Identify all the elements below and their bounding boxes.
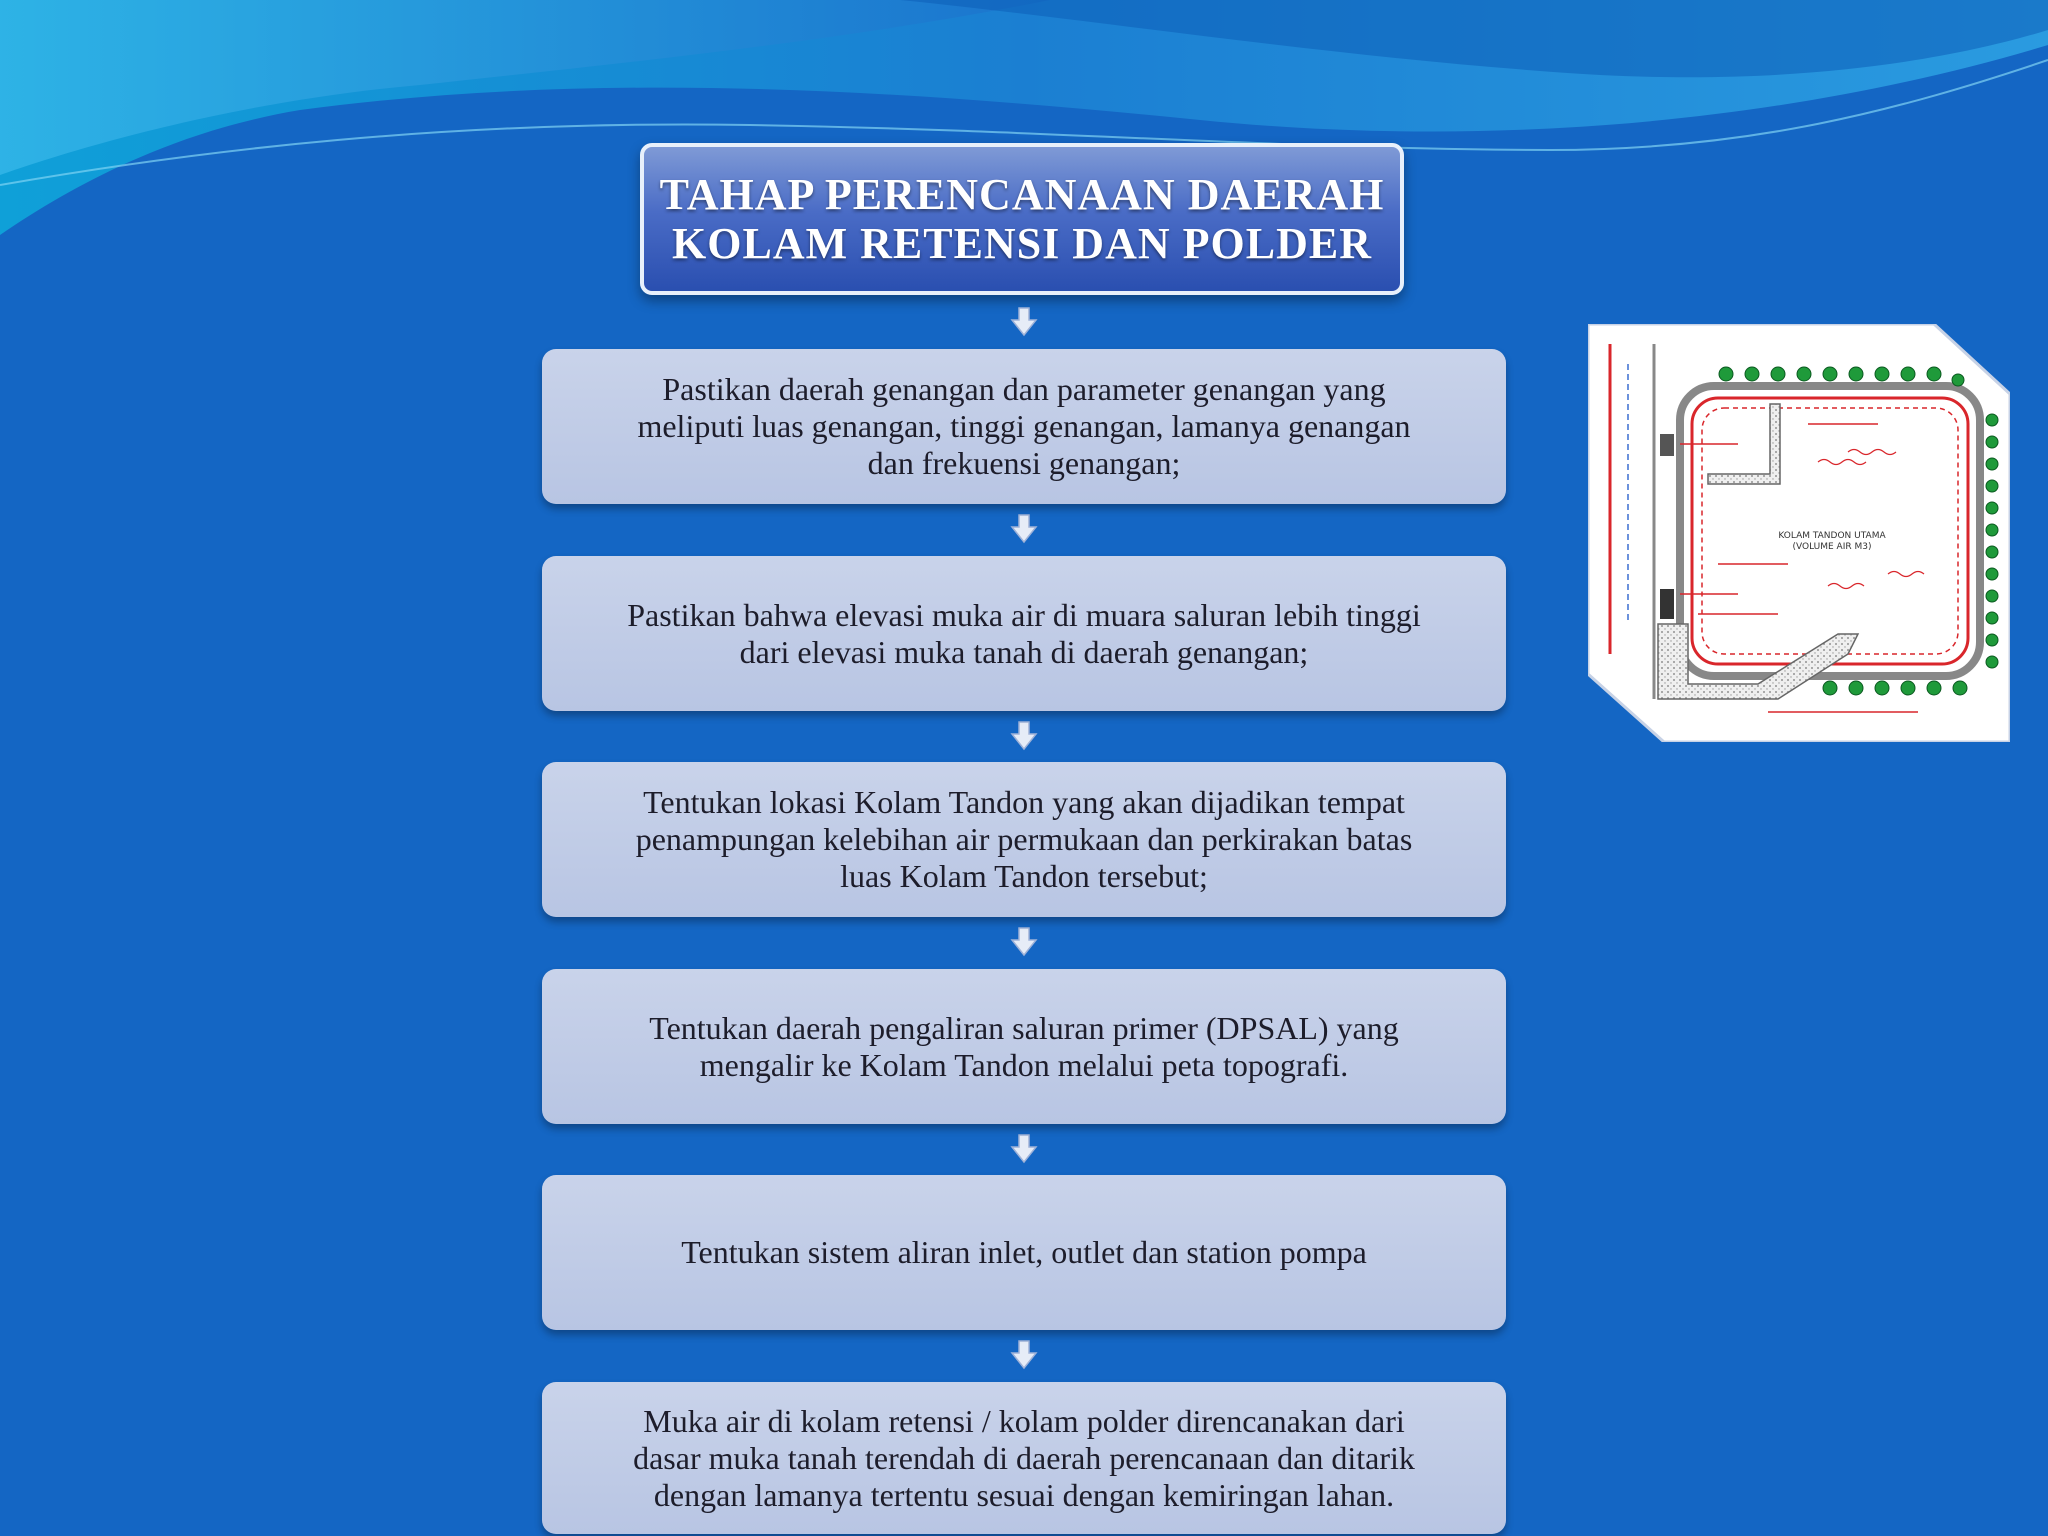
step-2-line-1: Pastikan bahwa elevasi muka air di muara… bbox=[627, 596, 1421, 633]
retention-pond-site-plan: KOLAM TANDON UTAMA (VOLUME AIR M3) bbox=[1588, 324, 2010, 742]
step-box-4: Tentukan daerah pengaliran saluran prime… bbox=[542, 969, 1506, 1124]
down-arrow-icon bbox=[1010, 307, 1038, 337]
down-arrow-icon bbox=[1010, 927, 1038, 957]
down-arrow-icon bbox=[1010, 1134, 1038, 1164]
step-text-1: Pastikan daerah genangan dan parameter g… bbox=[637, 371, 1410, 482]
step-text-6: Muka air di kolam retensi / kolam polder… bbox=[633, 1403, 1415, 1514]
step-4-line-2: mengalir ke Kolam Tandon melalui peta to… bbox=[699, 1046, 1349, 1083]
down-arrow-icon bbox=[1010, 1340, 1038, 1370]
step-box-3: Tentukan lokasi Kolam Tandon yang akan d… bbox=[542, 762, 1506, 917]
title-line-2: KOLAM RETENSI DAN POLDER bbox=[672, 219, 1372, 268]
step-6-line-1: Muka air di kolam retensi / kolam polder… bbox=[643, 1402, 1405, 1439]
step-1-line-3: dan frekuensi genangan; bbox=[867, 445, 1181, 481]
drawing-label-line-1: KOLAM TANDON UTAMA bbox=[1778, 531, 1886, 541]
step-text-3: Tentukan lokasi Kolam Tandon yang akan d… bbox=[636, 784, 1413, 895]
step-1-line-2: meliputi luas genangan, tinggi genangan,… bbox=[637, 408, 1411, 444]
step-5-line-1: Tentukan sistem aliran inlet, outlet dan… bbox=[681, 1234, 1367, 1270]
down-arrow-icon bbox=[1010, 721, 1038, 751]
step-box-1: Pastikan daerah genangan dan parameter g… bbox=[542, 349, 1506, 504]
step-3-line-2: penampungan kelebihan air permukaan dan … bbox=[635, 821, 1413, 857]
title-line-1: TAHAP PERENCANAAN DAERAH bbox=[659, 170, 1385, 219]
step-text-5: Tentukan sistem aliran inlet, outlet dan… bbox=[681, 1234, 1367, 1271]
step-1-line-1: Pastikan daerah genangan dan parameter g… bbox=[662, 371, 1386, 407]
step-box-5: Tentukan sistem aliran inlet, outlet dan… bbox=[542, 1175, 1506, 1330]
step-3-line-3: luas Kolam Tandon tersebut; bbox=[840, 858, 1208, 894]
flowchart-title-box: TAHAP PERENCANAAN DAERAH KOLAM RETENSI D… bbox=[640, 143, 1404, 295]
step-text-4: Tentukan daerah pengaliran saluran prime… bbox=[649, 1010, 1399, 1084]
step-box-6: Muka air di kolam retensi / kolam polder… bbox=[542, 1382, 1506, 1534]
step-box-2: Pastikan bahwa elevasi muka air di muara… bbox=[542, 556, 1506, 711]
step-6-line-3: dengan lamanya tertentu sesuai dengan ke… bbox=[653, 1476, 1395, 1513]
step-2-line-2: dari elevasi muka tanah di daerah genang… bbox=[739, 633, 1309, 670]
step-text-2: Pastikan bahwa elevasi muka air di muara… bbox=[627, 597, 1421, 671]
wave-header-decoration bbox=[0, 0, 2048, 235]
drawing-label-line-2: (VOLUME AIR M3) bbox=[1793, 542, 1872, 552]
step-4-line-1: Tentukan daerah pengaliran saluran prime… bbox=[649, 1009, 1399, 1046]
step-6-line-2: dasar muka tanah terendah di daerah pere… bbox=[633, 1439, 1415, 1476]
step-3-line-1: Tentukan lokasi Kolam Tandon yang akan d… bbox=[643, 784, 1405, 820]
down-arrow-icon bbox=[1010, 514, 1038, 544]
